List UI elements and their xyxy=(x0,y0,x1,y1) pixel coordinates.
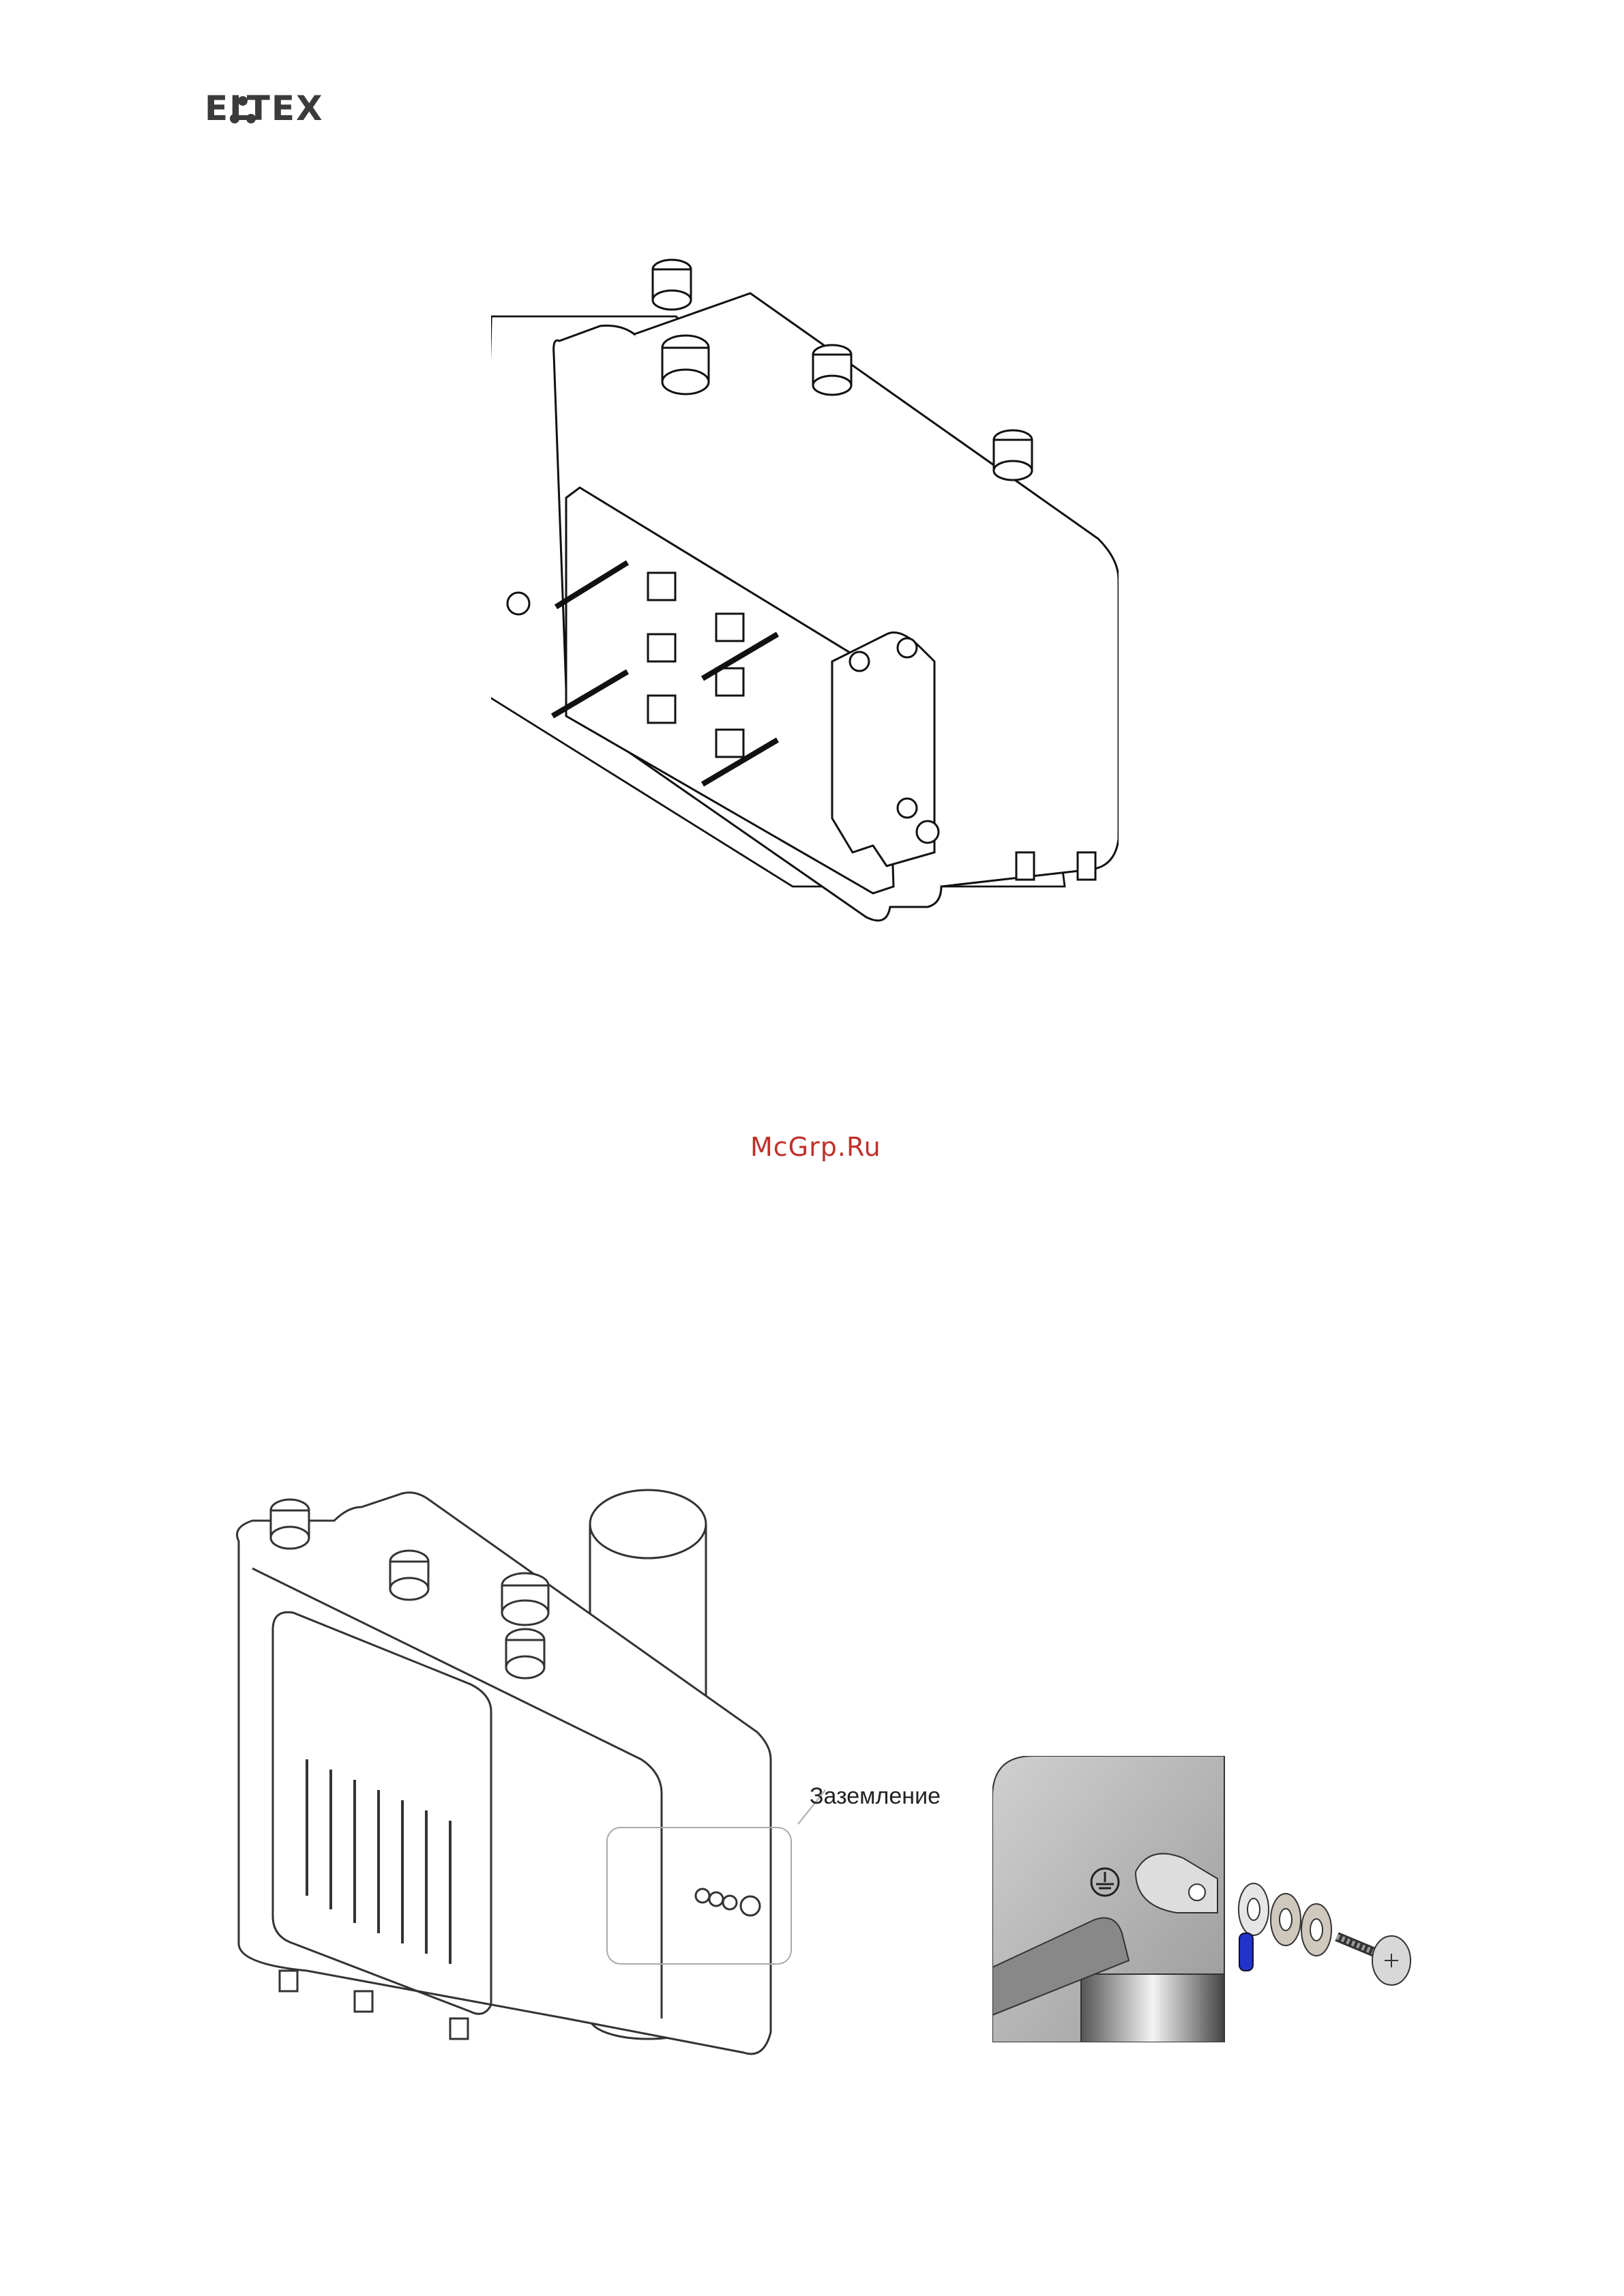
watermark-text: McGrp.Ru xyxy=(750,1132,881,1162)
bracket-mount-illustration xyxy=(491,252,1119,934)
brand-wordmark: ELTEX xyxy=(205,89,324,128)
grounding-detail-illustration xyxy=(992,1756,1436,2042)
pole-mount-illustration xyxy=(225,1405,825,2059)
grounding-callout-label: Заземление xyxy=(810,1783,941,1810)
